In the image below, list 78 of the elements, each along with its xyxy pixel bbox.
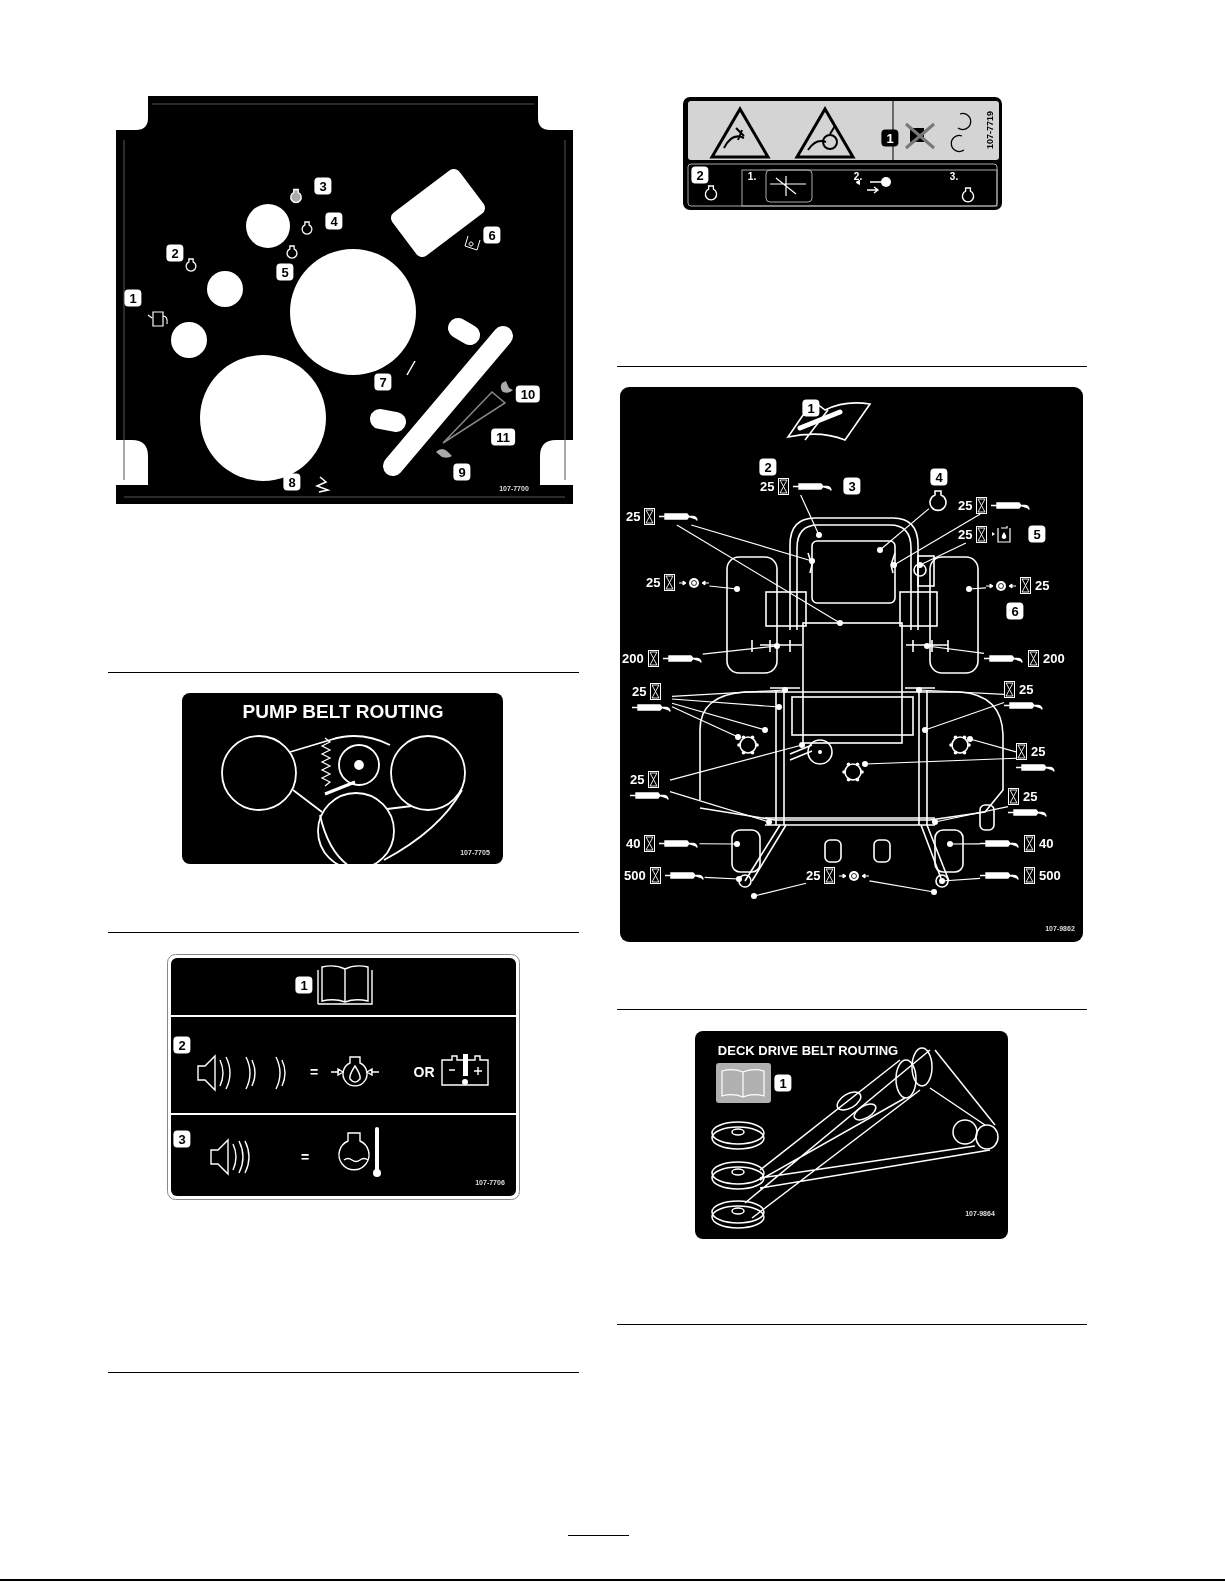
symbol-text: = bbox=[309, 1065, 319, 1079]
part-number: 107-7719 bbox=[985, 111, 995, 149]
callout-number: 7 bbox=[374, 373, 392, 391]
leader-line bbox=[671, 698, 782, 710]
callout-number: 6 bbox=[483, 226, 501, 244]
service-interval: 25 bbox=[1019, 683, 1034, 696]
callout-number: 4 bbox=[325, 212, 343, 230]
service-interval: 40 bbox=[626, 837, 641, 850]
leader-line bbox=[698, 841, 740, 847]
callout-number: 4 bbox=[930, 468, 948, 486]
leader-line bbox=[676, 524, 843, 626]
leader-line bbox=[932, 806, 1009, 825]
leader-line bbox=[669, 791, 772, 825]
leader-line bbox=[868, 880, 937, 895]
callout-number: 1 bbox=[124, 289, 142, 307]
leader-line bbox=[917, 542, 967, 568]
callout-number: 2 bbox=[691, 166, 709, 184]
leader-line bbox=[922, 701, 1005, 733]
leader-line bbox=[690, 524, 815, 564]
callout-number: 6 bbox=[1006, 602, 1024, 620]
leader-line bbox=[862, 757, 1017, 767]
leader-line bbox=[671, 706, 741, 740]
leader-line bbox=[751, 882, 807, 899]
decal-title: PUMP BELT ROUTING bbox=[242, 701, 444, 721]
callout-number: 9 bbox=[453, 463, 471, 481]
callout-number: 11 bbox=[491, 428, 515, 446]
callout-number: 1 bbox=[802, 399, 820, 417]
leader-line bbox=[704, 876, 742, 882]
service-interval: 25 bbox=[958, 499, 973, 512]
callout-number: 3 bbox=[173, 1130, 191, 1148]
leader-line bbox=[939, 877, 981, 884]
leader-line bbox=[947, 841, 981, 847]
service-interval: 25 bbox=[760, 480, 775, 493]
callout-number: 5 bbox=[276, 263, 294, 281]
engine-icon bbox=[929, 490, 947, 512]
service-interval: 40 bbox=[1039, 837, 1054, 850]
callout-number: 1 bbox=[881, 129, 899, 147]
leader-line bbox=[708, 585, 740, 592]
leader-line bbox=[877, 508, 930, 553]
service-interval: 200 bbox=[1043, 652, 1065, 665]
leader-line bbox=[891, 513, 981, 568]
symbol-text: OR bbox=[413, 1065, 435, 1079]
leader-line bbox=[671, 702, 768, 733]
leader-line bbox=[966, 586, 987, 592]
leader-line bbox=[671, 687, 788, 697]
service-interval: 200 bbox=[622, 652, 644, 665]
service-interval: 25 bbox=[806, 869, 821, 882]
callout-number: 2 bbox=[759, 458, 777, 476]
leader-line bbox=[924, 643, 985, 654]
leader-line bbox=[967, 736, 1017, 753]
callout-number: 2 bbox=[173, 1036, 191, 1054]
service-interval: 25 bbox=[630, 773, 645, 786]
callout-number: 3 bbox=[314, 177, 332, 195]
service-interval: 25 bbox=[626, 510, 641, 523]
service-interval: 25 bbox=[1035, 579, 1050, 592]
leader-line bbox=[916, 687, 1005, 696]
callout-number: 3 bbox=[843, 477, 861, 495]
step-number: 2. bbox=[853, 172, 863, 182]
leader-line bbox=[800, 494, 822, 538]
leader-line bbox=[702, 643, 780, 655]
step-number: 1. bbox=[747, 172, 757, 182]
callout-number: 5 bbox=[1028, 525, 1046, 543]
service-interval: 25 bbox=[632, 685, 647, 698]
callout-number: 2 bbox=[166, 244, 184, 262]
service-interval: 500 bbox=[1039, 869, 1061, 882]
callout-number: 8 bbox=[283, 473, 301, 491]
callout-number: 1 bbox=[295, 976, 313, 994]
service-interval: 25 bbox=[1031, 745, 1046, 758]
callout-number: 1 bbox=[774, 1074, 792, 1092]
service-interval: 25 bbox=[1023, 790, 1038, 803]
decal-title: DECK DRIVE BELT ROUTING bbox=[717, 1043, 899, 1057]
service-interval: 25 bbox=[958, 527, 973, 541]
service-interval: 25 bbox=[646, 576, 661, 589]
leader-line bbox=[669, 742, 805, 781]
symbol-text: = bbox=[300, 1150, 310, 1164]
callout-number: 10 bbox=[515, 385, 541, 403]
step-number: 3. bbox=[949, 172, 959, 182]
service-interval: 500 bbox=[624, 869, 646, 882]
